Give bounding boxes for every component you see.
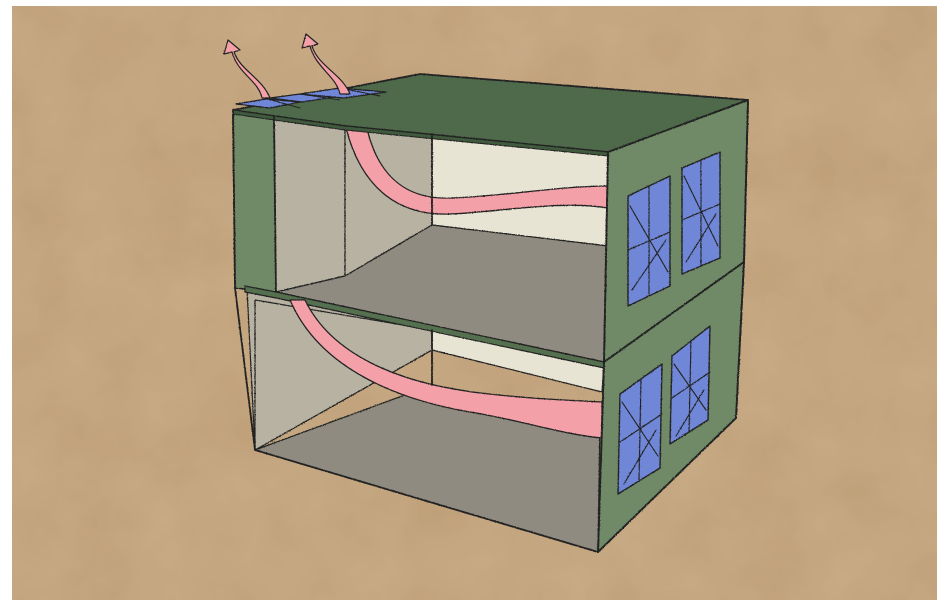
vent-cross <box>267 98 301 109</box>
outline-edges <box>232 99 749 553</box>
left-wall-upper <box>232 109 277 293</box>
floor-line-exterior <box>603 261 745 363</box>
exhaust-arrow-2 <box>301 33 351 95</box>
airflow-lower-floor <box>289 299 603 439</box>
window-mullions <box>619 159 721 485</box>
exhaust-arrow-1 <box>223 39 271 99</box>
building <box>223 33 749 553</box>
upper-interior-left-wall <box>273 115 346 293</box>
vent-cross <box>299 93 341 101</box>
